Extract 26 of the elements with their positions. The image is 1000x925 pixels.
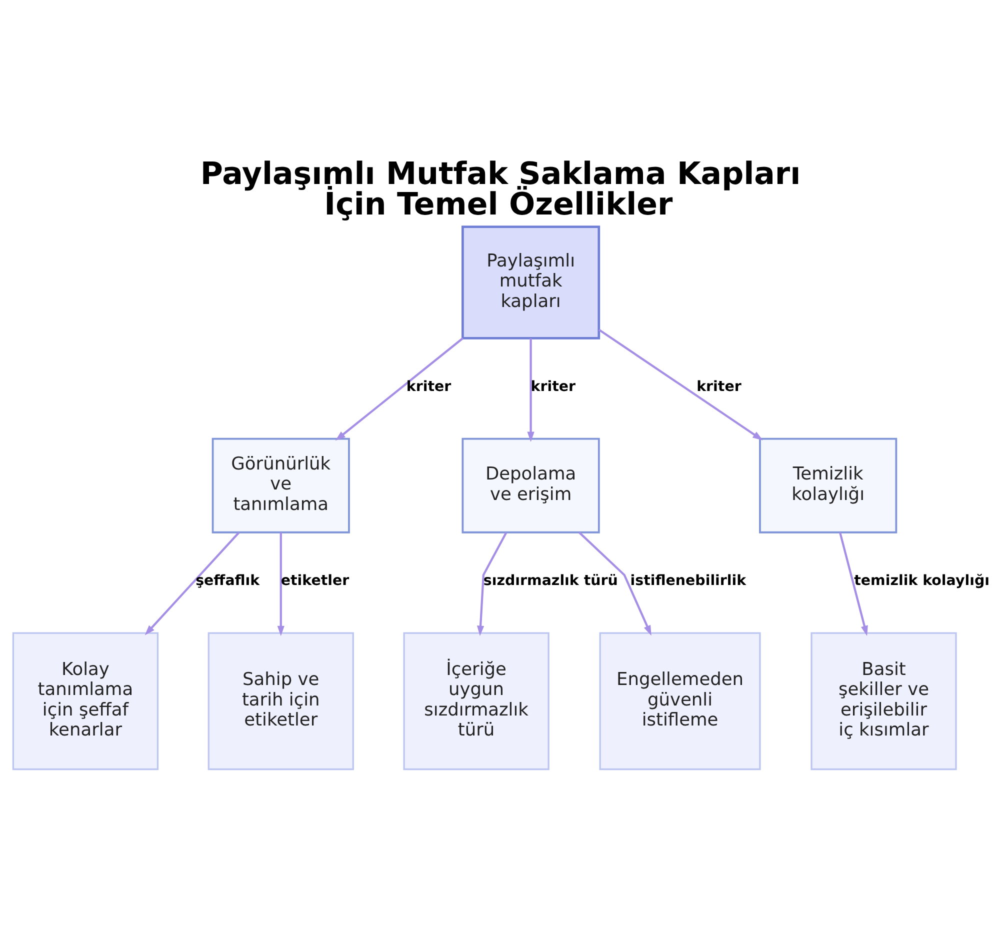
node-box: Sahip ve tarih için etiketler	[208, 632, 354, 770]
arrow	[598, 328, 763, 440]
diagram-title: Paylaşımlı Mutfak Saklama Kapları İçin Temel Özellikler	[200, 156, 801, 223]
arrow	[838, 532, 868, 636]
arrow	[277, 532, 284, 636]
arrow	[335, 337, 464, 441]
arrow	[578, 532, 652, 636]
node-box: Kolay tanımlama için şeffaf kenarlar	[12, 632, 159, 770]
edge-label: sızdırmazlık türü	[483, 573, 618, 590]
node-box: Engellemeden güvenli istifleme	[599, 632, 761, 770]
edge-label: temizlik kolaylığı	[854, 573, 990, 590]
arrow	[476, 532, 508, 636]
edge-label: istiflenebilirlik	[630, 573, 746, 590]
edge-label: kriter	[406, 378, 452, 395]
edge-label: etiketler	[280, 573, 350, 590]
edge-label: kriter	[696, 378, 742, 395]
node-box: Basit şekiller ve erişilebilir iç kısımlar	[810, 632, 957, 770]
node-box: Depolama ve erişim	[462, 438, 600, 534]
node-box: Görünürlük ve tanımlama	[212, 438, 350, 534]
node-box: İçeriğe uygun sızdırmazlık türü	[403, 632, 550, 770]
node-box: Paylaşımlı mutfak kapları	[462, 226, 600, 340]
edge-label: şeffaflık	[196, 573, 260, 590]
arrow	[144, 532, 240, 636]
node-box: Temizlik kolaylığı	[759, 438, 898, 534]
arrow	[527, 338, 534, 442]
edge-label: kriter	[530, 378, 576, 395]
